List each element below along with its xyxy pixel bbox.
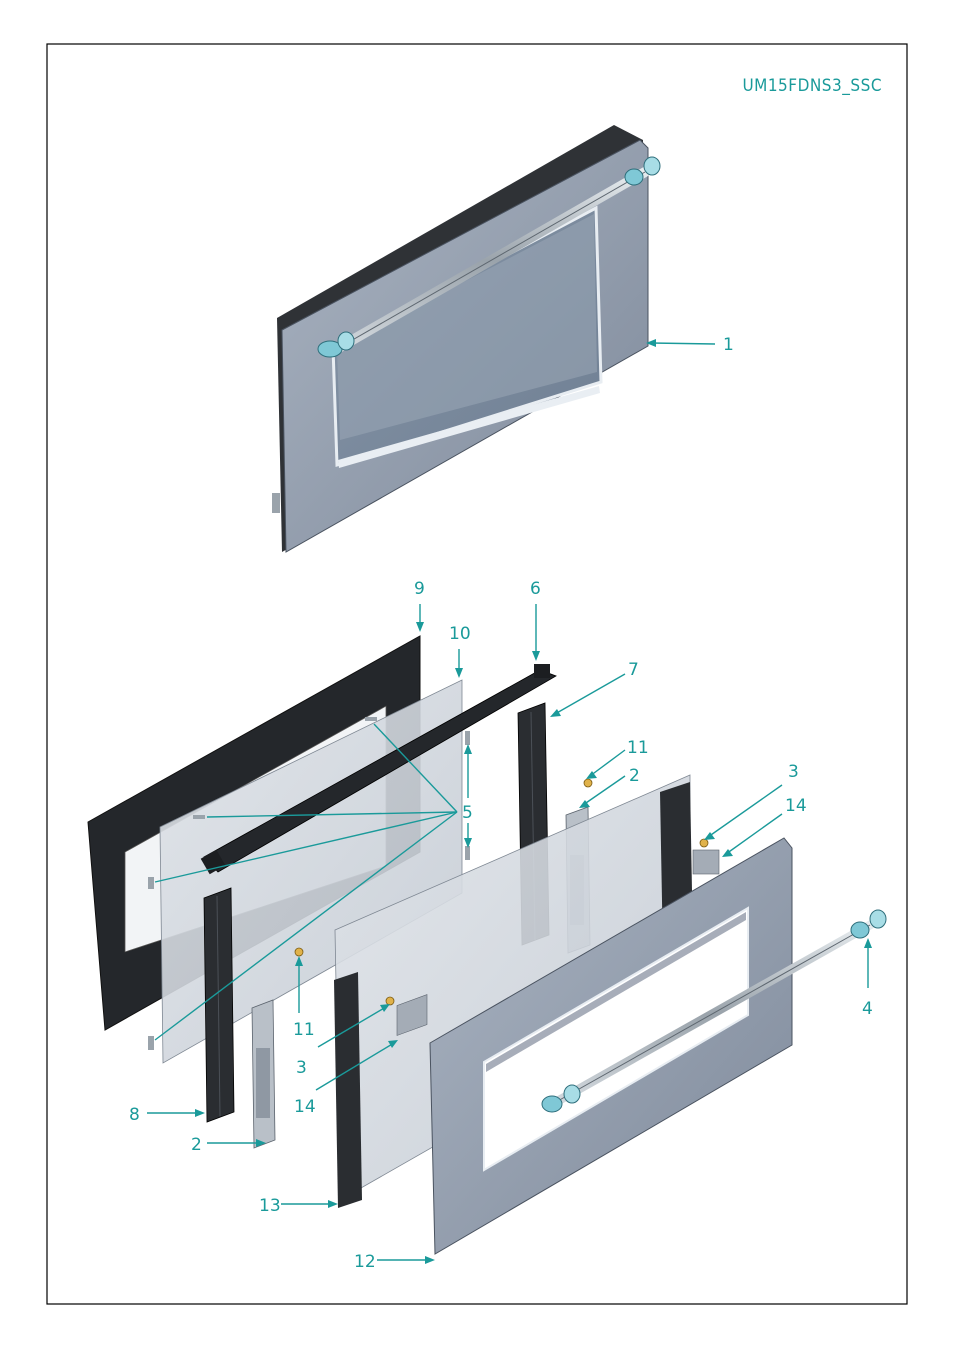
callout-10: 10 <box>449 624 471 644</box>
callout-14-right: 14 <box>785 796 807 816</box>
callout-11-lower: 11 <box>293 1020 315 1040</box>
callout-7: 7 <box>628 660 639 680</box>
callout-4: 4 <box>862 999 873 1019</box>
part-3-fitting-right <box>700 839 708 847</box>
callout-13: 13 <box>259 1196 281 1216</box>
handle-cap-left-icon <box>542 1096 562 1112</box>
callout-12: 12 <box>354 1252 376 1272</box>
part-11-fitting-left <box>295 948 303 956</box>
callout-5: 5 <box>462 803 473 823</box>
part-8-rail-left <box>204 888 234 1122</box>
part-2-hinge-left <box>252 1000 275 1148</box>
callout-3-right: 3 <box>788 762 799 782</box>
model-code: UM15FDNS3_SSC <box>742 76 882 96</box>
callout-2-upper: 2 <box>629 766 640 786</box>
callout-8: 8 <box>129 1105 140 1125</box>
callout-6: 6 <box>530 579 541 599</box>
part-11-fitting-right <box>584 779 592 787</box>
callout-1: 1 <box>723 335 734 355</box>
callout-11-upper: 11 <box>627 738 649 758</box>
part-14-plate-right <box>693 850 719 874</box>
callout-9: 9 <box>414 579 425 599</box>
handle-cap-right-icon <box>870 910 886 928</box>
part-3-fitting-left <box>386 997 394 1005</box>
callout-2-lower: 2 <box>191 1135 202 1155</box>
callout-14-lower: 14 <box>294 1097 316 1117</box>
part-13-bracket-left <box>334 972 362 1208</box>
callout-3-lower: 3 <box>296 1058 307 1078</box>
assembled-door <box>272 125 660 552</box>
